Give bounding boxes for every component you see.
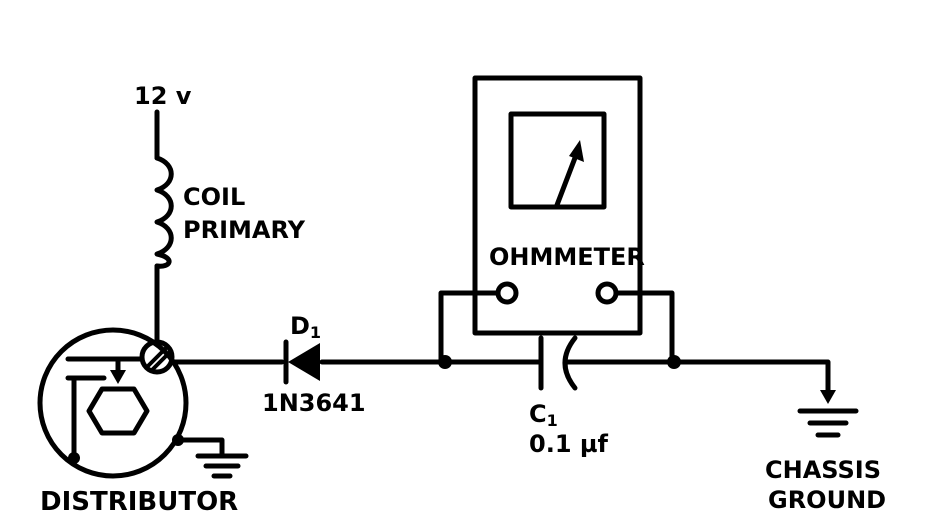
ohmmeter-label: OHMMETER (489, 243, 645, 271)
coil-label-line2: PRIMARY (183, 216, 306, 244)
capacitor-ref-label: C1 (529, 400, 558, 430)
ohmmeter-left-lead (438, 290, 501, 365)
ohmmeter-right-terminal (595, 281, 619, 305)
capacitor-c1: C1 0.1 µf (529, 335, 609, 458)
capacitor-plate-curved (562, 335, 578, 391)
ohmmeter-needle-tip (569, 140, 584, 162)
ohmmeter-needle (554, 147, 581, 208)
ohmmeter-right-lead (613, 290, 675, 365)
chassis-ground-icon (797, 390, 859, 438)
distributor-housing (37, 327, 189, 479)
right-node-to-ground-wire (671, 359, 831, 395)
ohmmeter-dial-window (508, 111, 607, 210)
terminal-screw-slot (146, 346, 168, 368)
distributor: DISTRIBUTOR (37, 327, 249, 517)
terminal-screw-slot-2 (150, 350, 172, 372)
ohmmeter-case (472, 75, 643, 336)
chassis-ground-label-line2: GROUND (768, 486, 886, 514)
breaker-contact-point (110, 370, 126, 384)
supply-voltage-label: 12 v (134, 82, 192, 110)
coil-primary-inductor (154, 155, 174, 269)
diode-part-label: 1N3641 (262, 389, 366, 417)
cam-hexagon-icon (86, 386, 150, 436)
diode-d1: D1 1N3641 (262, 312, 366, 417)
distributor-ground-icon (195, 453, 249, 479)
diode-triangle (288, 343, 320, 381)
distributor-ground-wire (175, 437, 225, 457)
breaker-pivot-dot (68, 452, 80, 464)
distributor-label: DISTRIBUTOR (40, 487, 238, 517)
ohmmeter-left-terminal (495, 281, 519, 305)
ohmmeter: OHMMETER (438, 75, 675, 365)
coil-label-line1: COIL (183, 183, 245, 211)
chassis-ground-arrow (820, 390, 836, 404)
chassis-ground-label-line1: CHASSIS (765, 456, 881, 484)
capacitor-value-label: 0.1 µf (529, 430, 609, 458)
diode-ref-label: D1 (290, 312, 321, 342)
